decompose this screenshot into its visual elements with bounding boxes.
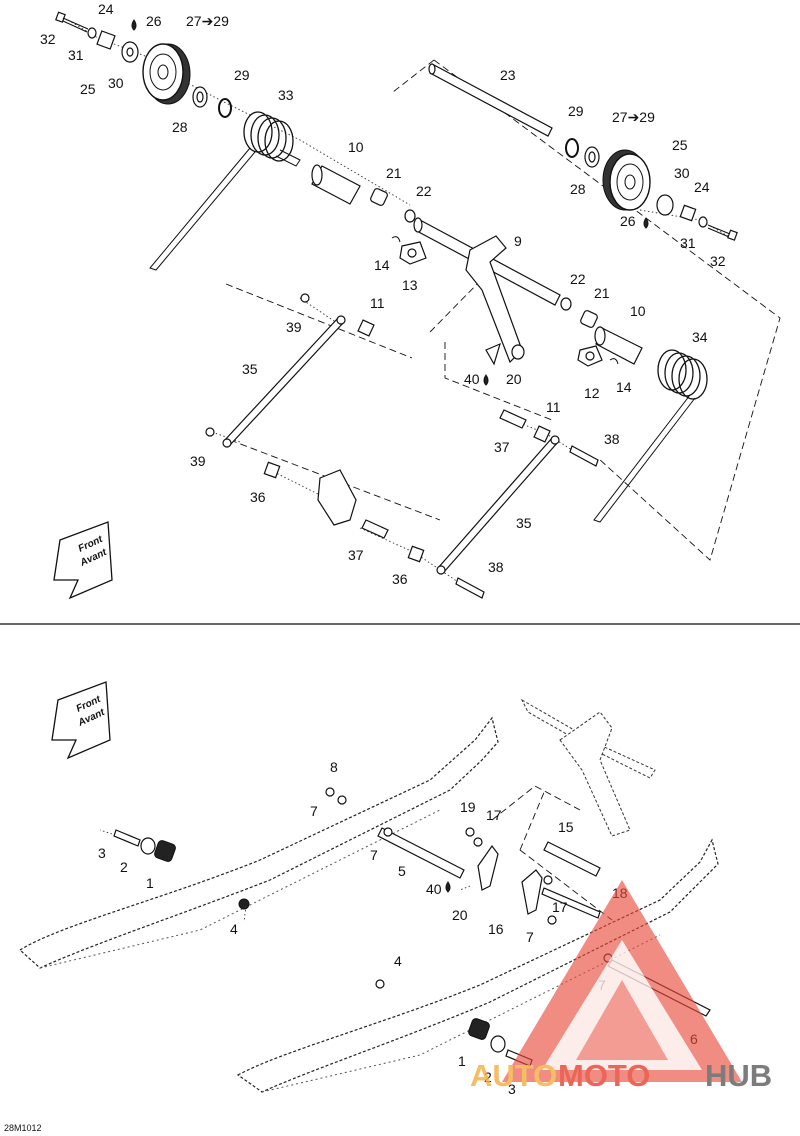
callout-2: 2 bbox=[484, 1069, 492, 1085]
callout-4: 4 bbox=[230, 921, 238, 937]
callout-40: 40 bbox=[464, 371, 480, 387]
callout-10: 10 bbox=[348, 139, 364, 155]
callout-11: 11 bbox=[370, 295, 385, 311]
callout-9: 9 bbox=[514, 233, 522, 249]
callout-30: 30 bbox=[108, 75, 124, 91]
callout-16: 16 bbox=[488, 921, 504, 937]
rear-axle-shaft bbox=[428, 63, 553, 137]
callout-26: 26 bbox=[620, 213, 636, 229]
callout-15: 15 bbox=[558, 819, 574, 835]
link-arm-right bbox=[436, 435, 560, 575]
idler-wheel-right bbox=[602, 149, 651, 211]
callout-7: 7 bbox=[526, 929, 534, 945]
callout-29: 29 bbox=[568, 103, 584, 119]
front-arrow-upper: Front Avant bbox=[53, 521, 113, 600]
callout-22: 22 bbox=[570, 271, 586, 287]
callout-24: 24 bbox=[98, 1, 114, 17]
callout-5: 5 bbox=[398, 863, 406, 879]
callout-36: 36 bbox=[250, 489, 266, 505]
callout-22: 22 bbox=[416, 183, 432, 199]
callout-7: 7 bbox=[310, 803, 318, 819]
callout-20: 20 bbox=[506, 371, 522, 387]
callout-21: 21 bbox=[594, 285, 610, 301]
callout-39: 39 bbox=[286, 319, 302, 335]
callout-7: 7 bbox=[370, 847, 378, 863]
callout-20: 20 bbox=[452, 907, 468, 923]
watermark-logo: AUTO MOTO HUB bbox=[470, 880, 772, 1093]
callout-34: 34 bbox=[692, 329, 708, 345]
callout-29: 29 bbox=[234, 67, 250, 83]
oil-drop-icon bbox=[131, 19, 649, 386]
callout-1: 1 bbox=[458, 1053, 466, 1069]
callout-1: 1 bbox=[146, 875, 154, 891]
callout-13: 13 bbox=[402, 277, 418, 293]
callout-36: 36 bbox=[392, 571, 408, 587]
callout-38: 38 bbox=[488, 559, 504, 575]
idler-wheel-left bbox=[142, 43, 191, 105]
callout-10: 10 bbox=[630, 303, 646, 319]
callout-31: 31 bbox=[680, 235, 696, 251]
watermark-part3: HUB bbox=[705, 1058, 772, 1093]
callout-35: 35 bbox=[242, 361, 258, 377]
callout-39: 39 bbox=[190, 453, 206, 469]
upper-labels: 32 24 26 27➔29 31 25 30 29 33 28 23 10 21 22 9 29 27➔29 2… bbox=[40, 1, 726, 587]
callout-27-29: 27➔29 bbox=[612, 109, 655, 125]
callout-21: 21 bbox=[386, 165, 402, 181]
callout-14: 14 bbox=[374, 257, 390, 273]
callout-28: 28 bbox=[570, 181, 586, 197]
callout-37: 37 bbox=[494, 439, 510, 455]
callout-30: 30 bbox=[674, 165, 690, 181]
callout-35: 35 bbox=[516, 515, 532, 531]
pivot-block-left bbox=[154, 840, 176, 862]
callout-28: 28 bbox=[172, 119, 188, 135]
callout-8: 8 bbox=[330, 759, 338, 775]
callout-25: 25 bbox=[80, 81, 96, 97]
callout-14: 14 bbox=[616, 379, 632, 395]
pivot-block-right bbox=[468, 1018, 490, 1040]
callout-38: 38 bbox=[604, 431, 620, 447]
oil-drop-icon bbox=[445, 881, 451, 893]
callout-31: 31 bbox=[68, 47, 84, 63]
callout-32: 32 bbox=[710, 253, 726, 269]
link-arm-left bbox=[222, 315, 346, 448]
callout-33: 33 bbox=[278, 87, 294, 103]
callout-23: 23 bbox=[500, 67, 516, 83]
callout-19: 19 bbox=[460, 799, 476, 815]
torsion-spring-left bbox=[149, 111, 301, 271]
center-arm-outline bbox=[520, 698, 656, 837]
bolt-part bbox=[55, 11, 89, 33]
callout-11: 11 bbox=[546, 399, 561, 415]
watermark-part2: MOTO bbox=[558, 1058, 650, 1093]
callout-24: 24 bbox=[694, 179, 710, 195]
front-arrow-lower: Front Avant bbox=[51, 681, 111, 760]
pivot-arm-assembly bbox=[413, 217, 561, 366]
torsion-spring-right bbox=[593, 349, 708, 523]
callout-17: 17 bbox=[486, 807, 502, 823]
callout-17: 17 bbox=[552, 899, 568, 915]
callout-25: 25 bbox=[672, 137, 688, 153]
callout-26: 26 bbox=[146, 13, 162, 29]
diagram-code: 28M1012 bbox=[4, 1123, 42, 1133]
callout-4: 4 bbox=[394, 953, 402, 969]
sleeve-part bbox=[311, 164, 361, 205]
callout-3: 3 bbox=[98, 845, 106, 861]
slide-rail-left bbox=[19, 716, 499, 969]
callout-3: 3 bbox=[508, 1081, 516, 1097]
callout-2: 2 bbox=[120, 859, 128, 875]
callout-27-29: 27➔29 bbox=[186, 13, 229, 29]
callout-12: 12 bbox=[584, 385, 600, 401]
spacer-part bbox=[96, 30, 116, 50]
callout-40: 40 bbox=[426, 881, 442, 897]
upper-exploded-view: Front Avant 32 24 26 27➔29 31 25 30 29 33 28 23 10 2… bbox=[40, 1, 781, 600]
callout-32: 32 bbox=[40, 31, 56, 47]
callout-37: 37 bbox=[348, 547, 364, 563]
watermark-part1: AUTO bbox=[470, 1058, 557, 1093]
